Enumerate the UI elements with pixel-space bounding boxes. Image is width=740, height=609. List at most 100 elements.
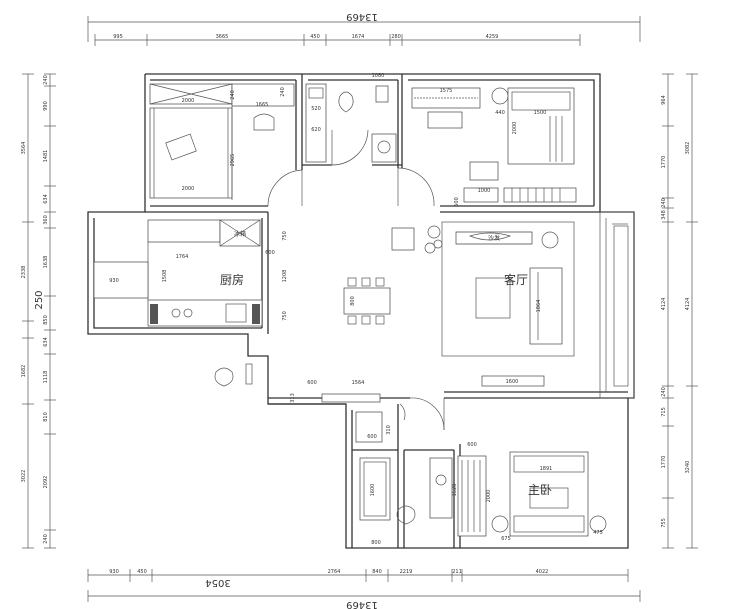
top-dim-4: 1674 bbox=[352, 34, 365, 40]
left-inner-7: 850 bbox=[43, 315, 49, 325]
dim-600-k: 600 bbox=[265, 250, 275, 256]
dim-1764: 1764 bbox=[176, 254, 189, 260]
master-bedroom-label: 主卧 bbox=[528, 483, 552, 497]
dim-500: 500 bbox=[454, 197, 460, 207]
dim-1575: 1575 bbox=[440, 88, 453, 94]
right-inner-2: 1770 bbox=[661, 156, 667, 169]
dim-1500: 1500 bbox=[534, 110, 547, 116]
bottom-dim-6: 211 bbox=[452, 569, 462, 575]
left-inner-1: 240 bbox=[43, 75, 49, 85]
dimension-lines bbox=[22, 16, 698, 602]
sofa-label: 沙发 bbox=[488, 234, 500, 242]
top-dim-5: 280 bbox=[391, 34, 401, 40]
dim-1508: 1508 bbox=[162, 270, 168, 283]
bottom-dim-3: 2764 bbox=[328, 569, 341, 575]
dim-1080: 1080 bbox=[372, 73, 385, 79]
dim-left-2000: 2000 bbox=[182, 186, 195, 192]
right-inner-4: 348 bbox=[661, 210, 667, 220]
dim-c-600: 600 bbox=[307, 380, 317, 386]
right-inner-6: 240 bbox=[661, 387, 667, 397]
top-total-dim: 13469 bbox=[346, 11, 378, 22]
kitchen-label: 厨房 bbox=[220, 272, 244, 287]
master-bedroom bbox=[457, 451, 607, 537]
dim-b2-800: 800 bbox=[371, 540, 381, 546]
dim-675: 675 bbox=[501, 536, 511, 542]
dim-440: 440 bbox=[495, 110, 505, 116]
dim-2965: 2965 bbox=[230, 154, 236, 167]
right-inner-5: 4124 bbox=[661, 298, 667, 311]
bathroom-top bbox=[305, 83, 397, 163]
dim-tv-1600: 1600 bbox=[506, 379, 519, 385]
left-inner-11: 2092 bbox=[43, 476, 49, 489]
left-inner-3: 1481 bbox=[43, 150, 49, 163]
bottom-sub-dim: 3054 bbox=[205, 577, 230, 588]
kitchen bbox=[93, 219, 263, 327]
dim-c-1564: 1564 bbox=[352, 380, 365, 386]
dim-c-313: 313 bbox=[290, 393, 296, 403]
right-inner-9: 755 bbox=[661, 518, 667, 528]
left-outer-5: 3022 bbox=[21, 470, 27, 483]
dim-240-a: 240 bbox=[230, 90, 236, 100]
top-dim-1: 995 bbox=[113, 34, 123, 40]
left-inner-2: 990 bbox=[43, 101, 49, 111]
bottom-dim-7: 4022 bbox=[536, 569, 549, 575]
dim-475: 475 bbox=[593, 530, 603, 536]
left-outer-3: 250 bbox=[34, 290, 45, 309]
dim-b2-310: 310 bbox=[386, 425, 392, 435]
door-swings bbox=[267, 129, 445, 431]
dining-set bbox=[343, 227, 415, 325]
bottom-total-dim: 13469 bbox=[346, 599, 378, 609]
dim-240-b: 240 bbox=[280, 87, 286, 97]
dim-750-b: 750 bbox=[282, 311, 288, 321]
dim-1208: 1208 bbox=[282, 270, 288, 283]
bottom-dim-4: 840 bbox=[372, 569, 382, 575]
dim-b2-1600: 1600 bbox=[370, 484, 376, 497]
top-dim-6: 4259 bbox=[486, 34, 499, 40]
left-outer-4: 1682 bbox=[21, 365, 27, 378]
right-outer-2: 4124 bbox=[685, 298, 691, 311]
right-balcony bbox=[599, 211, 635, 399]
left-inner-6: 1638 bbox=[43, 256, 49, 269]
dim-800-table: 800 bbox=[350, 296, 356, 306]
bottom-dim-1: 930 bbox=[109, 569, 119, 575]
dim-2000-mb: 2000 bbox=[486, 490, 492, 503]
dim-1000: 1000 bbox=[478, 188, 491, 194]
living-label: 客厅 bbox=[504, 272, 528, 287]
right-inner-1: 964 bbox=[661, 95, 667, 105]
top-dim-2: 3665 bbox=[216, 34, 229, 40]
bed-top-left bbox=[149, 107, 233, 199]
bathroom-bottom bbox=[355, 411, 453, 525]
bottom-dim-2: 450 bbox=[137, 569, 147, 575]
dim-top-2000: 2000 bbox=[182, 98, 195, 104]
left-inner-8: 634 bbox=[43, 337, 49, 347]
bedroom-top-right bbox=[411, 87, 577, 203]
wardrobe-top-left bbox=[149, 83, 233, 105]
left-inner-5: 360 bbox=[43, 215, 49, 225]
left-inner-4: 634 bbox=[43, 194, 49, 204]
dim-b2-1520: 1520 bbox=[452, 484, 458, 497]
dim-600-mb: 600 bbox=[467, 442, 477, 448]
bottom-dim-5: 2219 bbox=[400, 569, 413, 575]
left-inner-9: 1118 bbox=[43, 371, 49, 384]
desk-top-left bbox=[231, 83, 295, 200]
right-inner-7: 715 bbox=[661, 407, 667, 417]
kitchen-fridge: 冰箱 bbox=[234, 230, 246, 238]
left-outer-2: 2338 bbox=[21, 266, 27, 279]
right-outer-1: 3082 bbox=[685, 142, 691, 155]
dim-520: 520 bbox=[311, 106, 321, 112]
dim-1665: 1665 bbox=[256, 102, 269, 108]
dim-620: 620 bbox=[311, 127, 321, 133]
dim-750-a: 750 bbox=[282, 231, 288, 241]
corridor-furniture bbox=[214, 363, 381, 403]
right-outer-3: 3240 bbox=[685, 461, 691, 474]
living-room bbox=[424, 221, 575, 387]
dim-sofa-1864: 1864 bbox=[536, 300, 542, 313]
left-inner-12: 240 bbox=[43, 534, 49, 544]
dim-bed-2000: 2000 bbox=[512, 122, 518, 135]
right-inner-3: 240 bbox=[661, 198, 667, 208]
left-outer-1: 3564 bbox=[21, 142, 27, 155]
dim-930: 930 bbox=[109, 278, 119, 284]
left-inner-10: 810 bbox=[43, 412, 49, 422]
dim-b2-600: 600 bbox=[367, 434, 377, 440]
